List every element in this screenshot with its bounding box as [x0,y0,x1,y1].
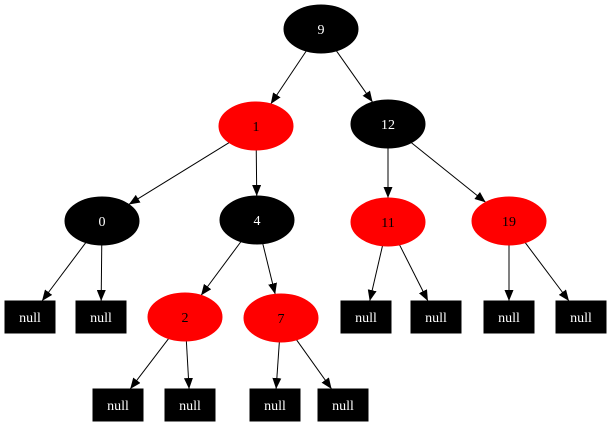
tree-node: 1 [218,101,294,151]
node-label: null [570,311,592,326]
tree-edge [183,340,193,390]
null-leaf-node: null [249,388,301,422]
null-leaf-box [555,300,607,334]
node-label: null [332,399,354,414]
tree-node: 12 [350,99,426,149]
node-ellipse [64,196,140,246]
null-leaf-node: null [92,388,144,422]
node-label: 9 [318,23,325,38]
tree-edge [399,244,429,302]
node-label: null [179,399,201,414]
tree-node: 9 [283,4,359,54]
tree-edge [272,341,282,390]
null-leaf-node: null [483,300,535,334]
node-label: null [90,311,112,326]
tree-node: 4 [219,195,295,245]
null-leaf-box [340,300,392,334]
tree-edge [96,244,106,302]
node-label: 7 [278,312,285,327]
tree-edge [128,142,230,205]
tree-node: 11 [350,197,426,247]
null-leaf-box [92,388,144,422]
node-ellipse [283,4,359,54]
null-leaf-box [249,388,301,422]
null-leaf-box [164,388,216,422]
tree-edge [296,339,333,390]
null-leaf-node: null [410,300,462,334]
node-label: 12 [381,118,395,133]
tree-edge [367,245,383,302]
tree-node: 0 [64,196,140,246]
node-ellipse [219,195,295,245]
tree-edge [524,242,570,302]
node-ellipse [243,293,319,343]
tree-edge [262,243,277,295]
node-label: null [264,399,286,414]
tree-edge [335,50,374,103]
node-label: 11 [381,216,394,231]
null-leaf-box [483,300,535,334]
node-label: 4 [254,214,261,229]
node-label: 1 [253,120,260,135]
node-label: 2 [182,311,189,326]
null-leaf-node: null [340,300,392,334]
node-label: null [355,311,377,326]
edges-layer [41,50,570,390]
node-label: null [107,399,129,414]
null-leaf-box [317,388,369,422]
node-label: 19 [502,215,516,230]
node-ellipse [471,196,547,246]
tree-node: 19 [471,196,547,246]
tree-edge [129,338,170,390]
node-ellipse [147,292,223,342]
tree-node: 7 [243,293,319,343]
node-label: null [498,311,520,326]
node-ellipse [350,197,426,247]
null-leaf-node: null [75,300,127,334]
null-leaf-node: null [317,388,369,422]
tree-edge [410,142,487,203]
null-leaf-box [410,300,462,334]
tree-edge [270,50,307,105]
tree-node: 2 [147,292,223,342]
null-leaf-box [4,300,56,334]
node-ellipse [350,99,426,149]
null-leaf-node: null [164,388,216,422]
null-leaf-node: null [4,300,56,334]
node-label: null [425,311,447,326]
node-label: null [19,311,41,326]
null-leaf-box [75,300,127,334]
node-label: 0 [99,215,106,230]
tree-edge [200,241,242,296]
null-leaf-node: null [555,300,607,334]
tree-edge [41,242,87,302]
node-ellipse [218,101,294,151]
